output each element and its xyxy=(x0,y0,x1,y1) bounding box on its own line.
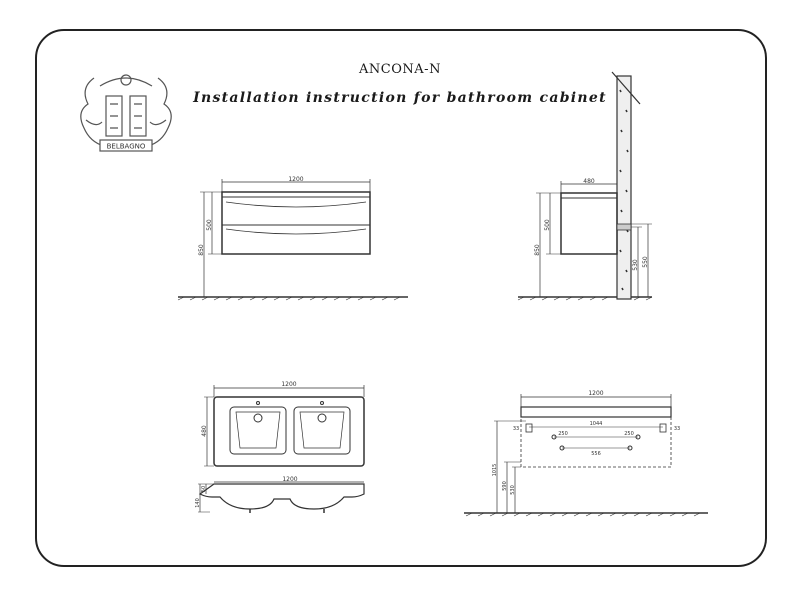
section-height-b-label: 140 xyxy=(195,498,201,508)
wall-left-offset-label: 250 xyxy=(558,431,568,437)
section-view xyxy=(198,481,365,513)
wall-right-margin-label: 33 xyxy=(674,426,680,432)
side-depth-label: 480 xyxy=(583,178,595,185)
sheet-border xyxy=(35,29,767,567)
wall-center-span-label: 1044 xyxy=(590,421,603,427)
model-title: ANCONA-N xyxy=(359,62,441,77)
logo-text: BELBAGNO xyxy=(107,143,146,151)
front-view xyxy=(177,179,408,301)
top-depth-label: 480 xyxy=(201,425,208,437)
front-cabinet-height-label: 500 xyxy=(206,219,213,231)
wall-height-c-label: 530 xyxy=(510,485,516,495)
wall-mount-view xyxy=(464,394,708,517)
front-width-label: 1200 xyxy=(288,176,303,183)
top-width-label: 1200 xyxy=(281,381,296,388)
side-height-a-label: 530 xyxy=(632,259,639,271)
side-height-b-label: 550 xyxy=(642,256,649,268)
wall-height-a-label: 1015 xyxy=(492,464,498,477)
front-total-height-label: 850 xyxy=(198,244,205,256)
top-view xyxy=(204,385,365,467)
wall-inner-span-label: 556 xyxy=(591,451,601,457)
wall-height-b-label: 590 xyxy=(502,481,508,491)
side-cabinet-height-label: 500 xyxy=(544,219,551,231)
instruction-subtitle: Installation instruction for bathroom ca… xyxy=(193,90,607,106)
side-view xyxy=(517,71,653,301)
section-width-label: 1200 xyxy=(282,476,297,483)
wall-width-label: 1200 xyxy=(588,390,603,397)
section-height-a-label: 50 xyxy=(201,486,207,492)
side-total-height-label: 850 xyxy=(534,244,541,256)
wall-left-margin-label: 33 xyxy=(513,426,519,432)
brand-logo: BELBAGNO xyxy=(80,74,172,152)
wall-right-offset-label: 250 xyxy=(624,431,634,437)
